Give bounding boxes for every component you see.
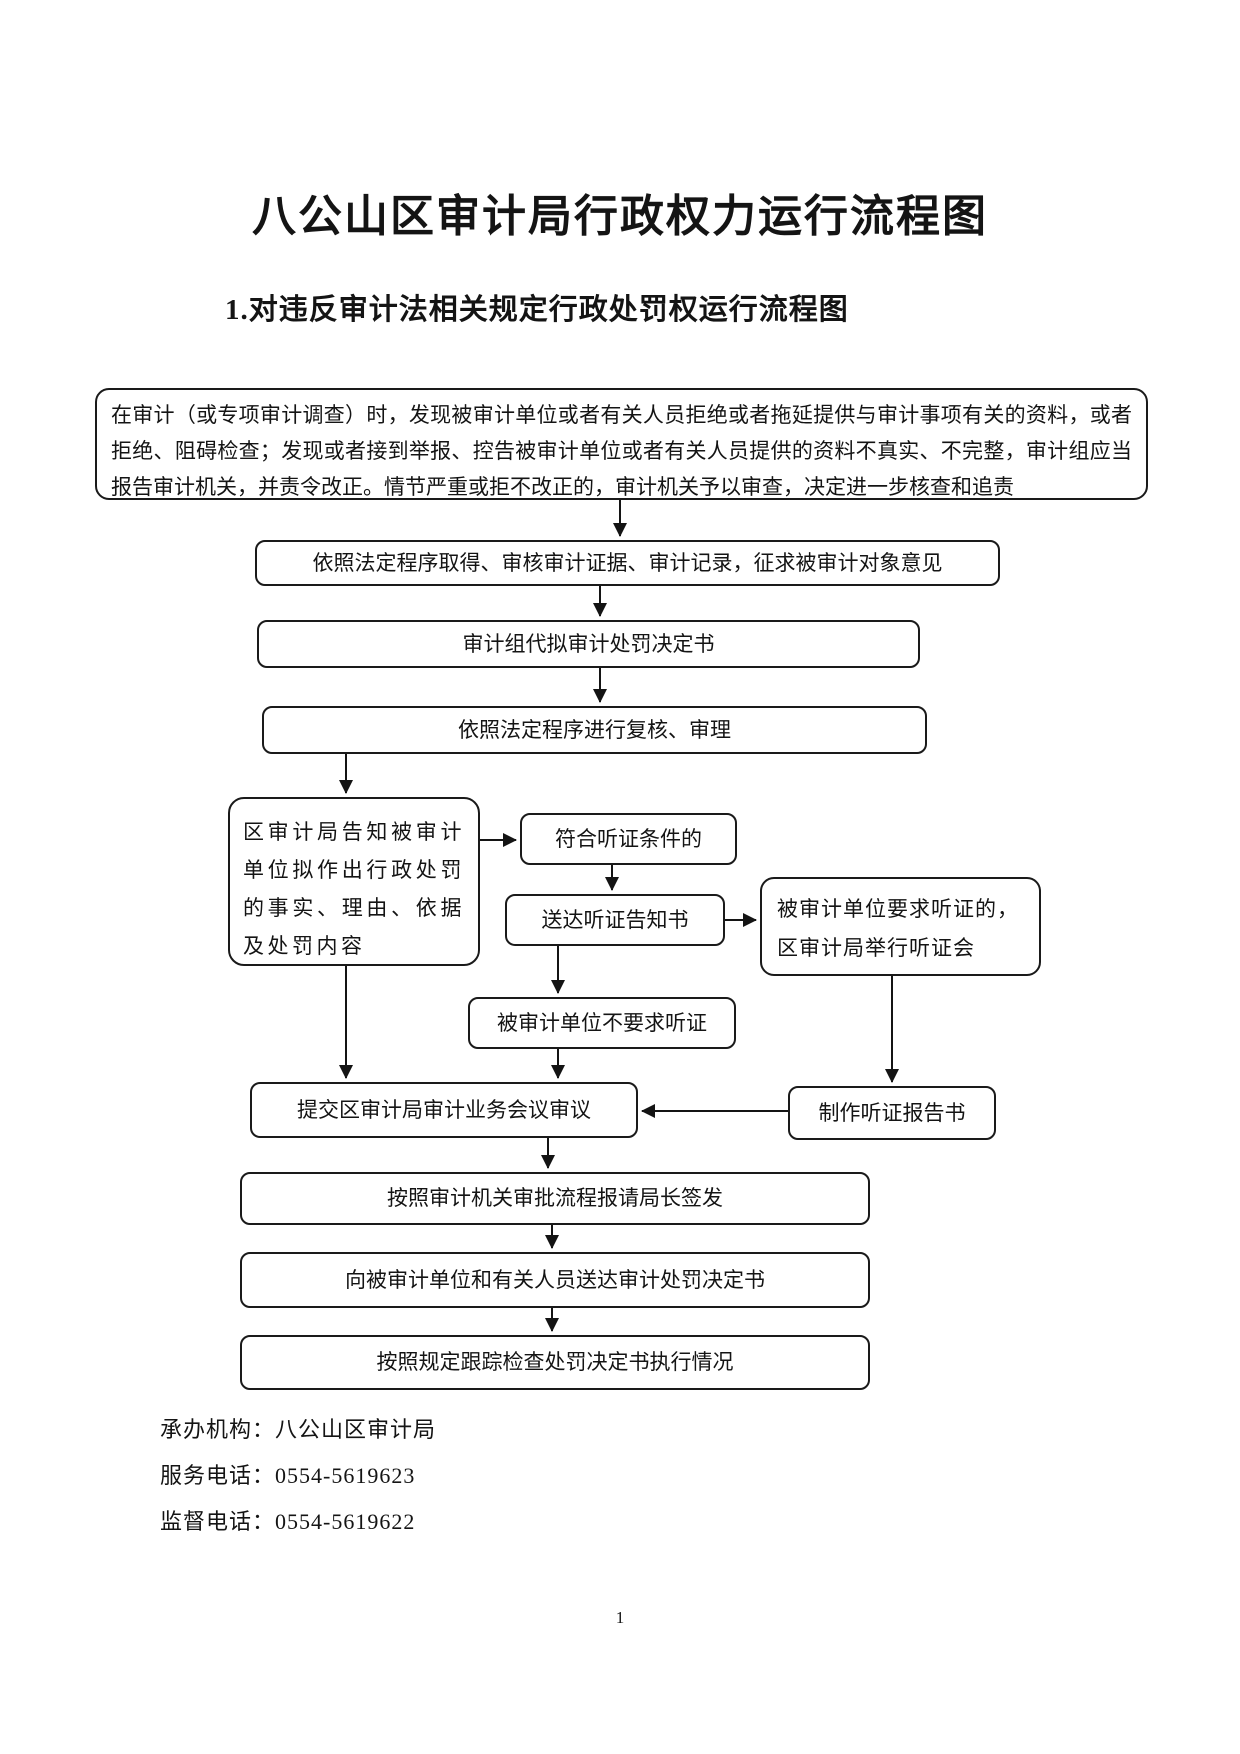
flow-node-hearing-eligible: 符合听证条件的: [520, 813, 737, 865]
page-title: 八公山区审计局行政权力运行流程图: [252, 192, 988, 241]
flow-node-serve-notice: 送达听证告知书: [505, 894, 725, 946]
flow-node-no-hearing: 被审计单位不要求听证: [468, 997, 736, 1049]
flow-node-review: 依照法定程序进行复核、审理: [262, 706, 927, 754]
flow-node-submit-meeting: 提交区审计局审计业务会议审议: [250, 1082, 638, 1138]
flow-node-deliver-decision: 向被审计单位和有关人员送达审计处罚决定书: [240, 1252, 870, 1308]
section-subtitle: 1.对违反审计法相关规定行政处罚权运行流程图: [225, 294, 849, 326]
flow-node-start: 在审计（或专项审计调查）时，发现被审计单位或者有关人员拒绝或者拖延提供与审计事项…: [95, 388, 1148, 500]
footer-supervision-phone: 监督电话：0554-5619622: [160, 1509, 416, 1534]
flow-node-draft-decision: 审计组代拟审计处罚决定书: [257, 620, 920, 668]
footer-agency: 承办机构：八公山区审计局: [160, 1417, 437, 1442]
flow-node-notify: 区审计局告知被审计单位拟作出行政处罚的事实、理由、依据及处罚内容: [228, 797, 480, 966]
flow-node-hearing-requested: 被审计单位要求听证的，区审计局举行听证会: [760, 877, 1041, 976]
page-number: 1: [615, 1608, 625, 1627]
footer-service-phone: 服务电话：0554-5619623: [160, 1463, 416, 1488]
flow-node-evidence: 依照法定程序取得、审核审计证据、审计记录，征求被审计对象意见: [255, 540, 1000, 586]
flow-node-track-execution: 按照规定跟踪检查处罚决定书执行情况: [240, 1335, 870, 1390]
flow-node-hearing-report: 制作听证报告书: [788, 1086, 996, 1140]
flow-node-approval-sign: 按照审计机关审批流程报请局长签发: [240, 1172, 870, 1225]
